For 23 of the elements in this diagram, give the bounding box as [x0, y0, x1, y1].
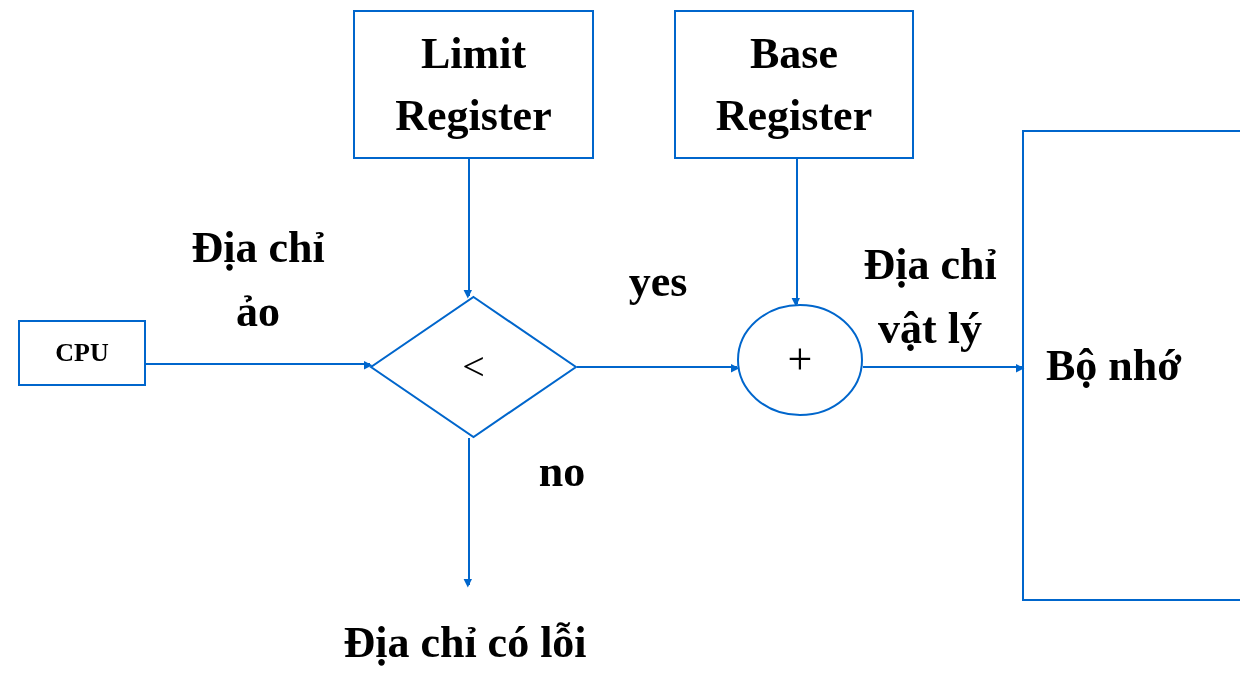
arrow: [791, 158, 800, 307]
adder-circle: [737, 304, 863, 416]
memory-box: [1022, 130, 1240, 601]
edge-label: no: [537, 446, 587, 499]
arrow: [576, 364, 740, 373]
decision-diamond: [370, 296, 577, 438]
arrow: [463, 437, 472, 588]
arrow: [145, 361, 373, 370]
edge-label: Địa chỉ vật lý: [862, 239, 998, 355]
process-box: [18, 320, 146, 386]
error-address-text: Địa chỉ có lỗi: [300, 585, 630, 674]
node-label: +: [787, 334, 813, 387]
node-label: Limit Register: [394, 27, 553, 142]
edge-label: yes: [627, 256, 689, 309]
node-label: CPU: [55, 336, 109, 369]
register-box: [674, 10, 914, 159]
register-box: [353, 10, 594, 159]
node-label: Bộ nhớ: [1046, 339, 1182, 392]
arrow: [463, 158, 472, 299]
node-label: <: [462, 343, 485, 391]
edge-label: Địa chỉ ảo: [190, 222, 326, 338]
arrow: [862, 364, 1025, 373]
node-label: Base Register: [714, 27, 874, 142]
